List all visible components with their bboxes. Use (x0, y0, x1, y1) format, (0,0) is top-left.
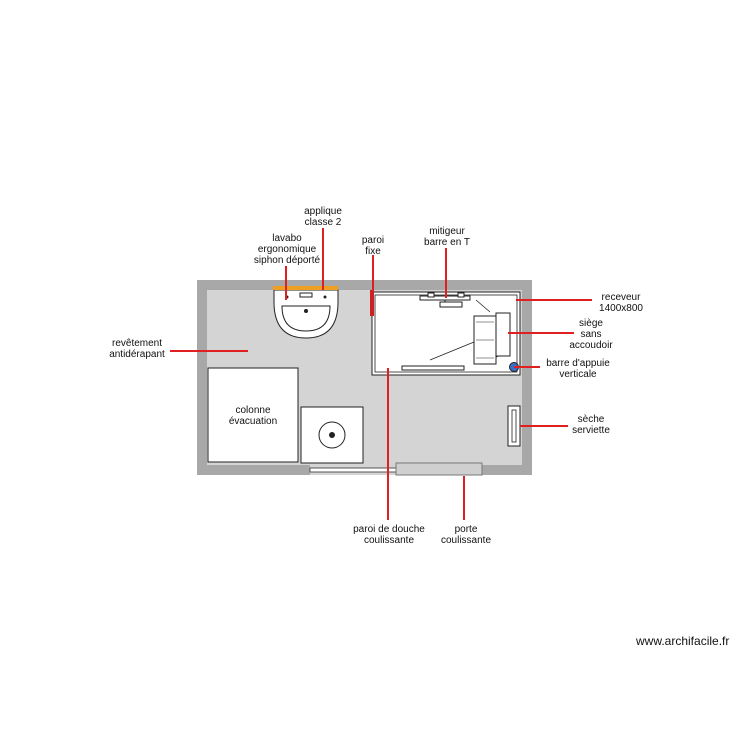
leader-lines (170, 228, 592, 520)
label-mitigeur: mitigeur barre en T (424, 226, 470, 248)
label-applique: applique classe 2 (304, 206, 342, 228)
sliding-door-pocket (395, 462, 483, 476)
shower-seat (473, 312, 511, 365)
label-receveur: receveur 1400x800 (599, 292, 643, 314)
toilet (300, 406, 364, 464)
label-paroi-douche: paroi de douche coulissante (353, 524, 425, 546)
fixed-shower-panel (370, 290, 374, 316)
shower-hose (475, 299, 491, 313)
label-lavabo: lavabo ergonomique siphon déporté (253, 233, 321, 266)
watermark-text: www.archifacile.fr (636, 634, 730, 648)
towel-warmer (507, 405, 521, 447)
sliding-shower-screen (401, 365, 465, 371)
wall-light (273, 286, 338, 290)
sliding-door-leaf (309, 467, 397, 473)
label-barre: barre d'appuie verticale (546, 358, 610, 380)
label-revetement: revêtement antidérapant (109, 338, 165, 360)
label-siege: siège sans accoudoir (569, 318, 613, 351)
label-seche: sèche serviette (572, 414, 610, 436)
label-porte: porte coulissante (440, 524, 492, 546)
shower-hose-2 (429, 341, 475, 361)
drainage-column (207, 367, 299, 463)
label-colonne: colonne évacuation (228, 405, 278, 427)
washbasin (273, 289, 339, 339)
label-paroi-fixe: paroi fixe (361, 235, 385, 257)
